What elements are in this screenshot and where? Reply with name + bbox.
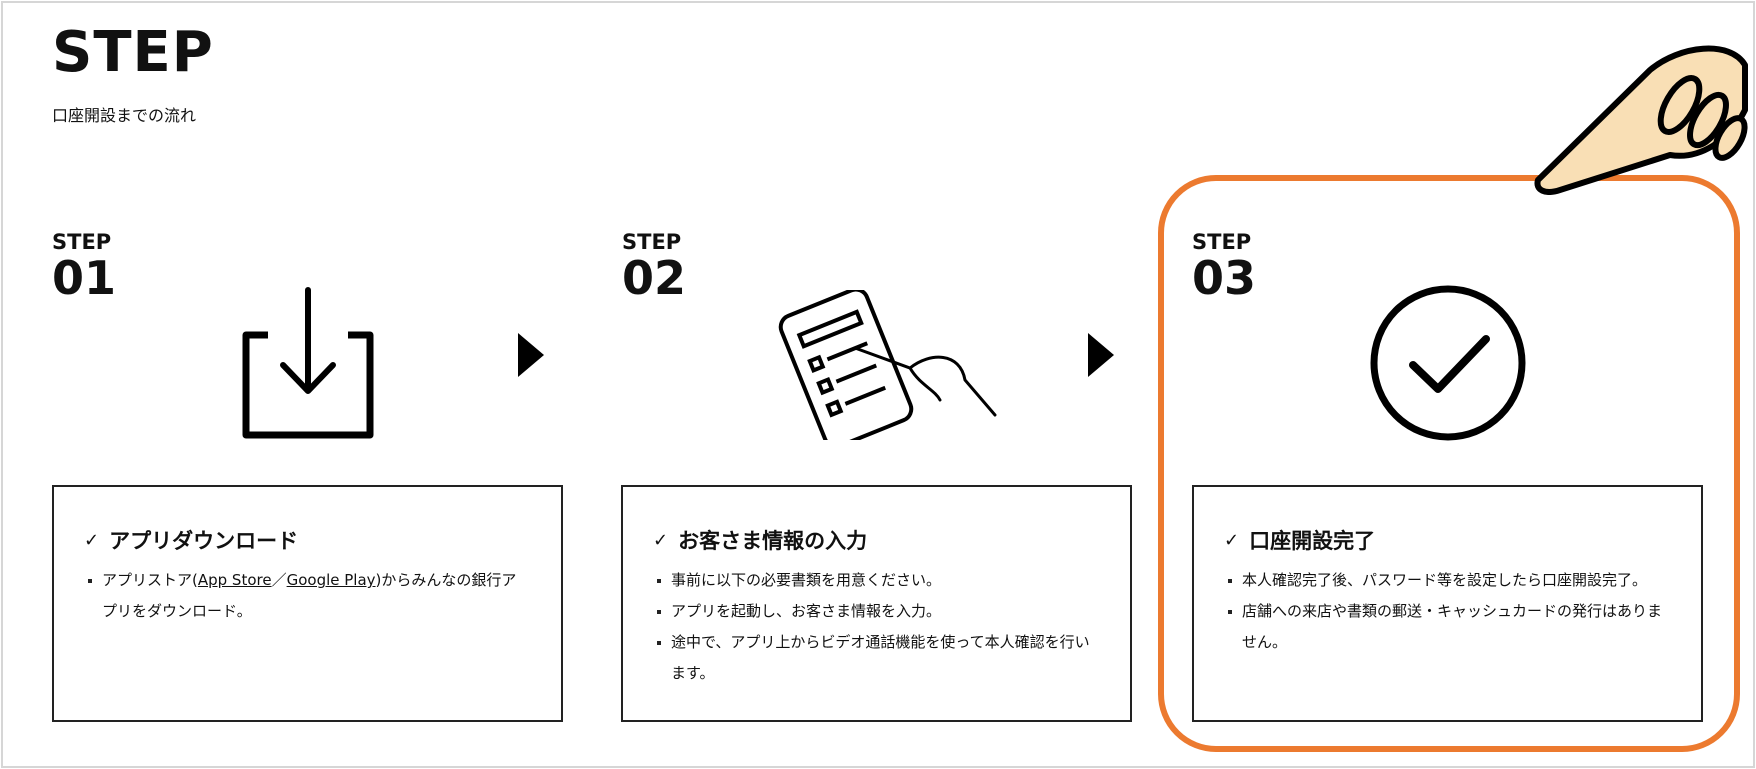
step-heading: 口座開設完了: [1249, 529, 1376, 553]
text: )からみんなの銀行アプリをダウンロード。: [102, 571, 517, 620]
step-number: 03: [1192, 251, 1257, 305]
list-item: 店舗への来店や書類の郵送・キャッシュカードの発行はありません。: [1224, 596, 1671, 658]
step-03-card: ✓ 口座開設完了 本人確認完了後、パスワード等を設定したら口座開設完了。 店舗への…: [1192, 485, 1703, 722]
check-icon: ✓: [653, 529, 669, 551]
check-icon: ✓: [1224, 529, 1240, 551]
step-01-card: ✓ アプリダウンロード アプリストア(App Store／Google Play)…: [52, 485, 563, 722]
next-arrow-icon: [518, 333, 544, 377]
text: ／: [271, 571, 287, 589]
list-item: アプリストア(App Store／Google Play)からみんなの銀行アプリ…: [84, 565, 531, 627]
step-01-label: STEP 01: [52, 230, 117, 305]
check-circle-icon: [1370, 285, 1526, 441]
app-store-link[interactable]: App Store: [197, 571, 272, 589]
step-word: STEP: [52, 230, 112, 254]
page-title: STEP: [52, 20, 214, 85]
page-subtitle: 口座開設までの流れ: [52, 106, 197, 125]
list-item: 途中で、アプリ上からビデオ通話機能を使って本人確認を行います。: [653, 627, 1100, 689]
step-02-card: ✓ お客さま情報の入力 事前に以下の必要書類を用意ください。 アプリを起動し、お客…: [621, 485, 1132, 722]
step-number: 01: [52, 251, 117, 305]
list-item: 事前に以下の必要書類を用意ください。: [653, 565, 1100, 596]
list-item: アプリを起動し、お客さま情報を入力。: [653, 596, 1100, 627]
google-play-link[interactable]: Google Play: [286, 571, 376, 589]
step-word: STEP: [1192, 230, 1252, 254]
pointing-hand-icon: [1534, 45, 1748, 195]
step-number: 02: [622, 251, 687, 305]
step-02-label: STEP 02: [622, 230, 687, 305]
step-heading: アプリダウンロード: [109, 529, 299, 553]
step-03-label: STEP 03: [1192, 230, 1257, 305]
smartphone-checklist-icon: [778, 290, 997, 440]
list-item: 本人確認完了後、パスワード等を設定したら口座開設完了。: [1224, 565, 1671, 596]
next-arrow-icon: [1088, 333, 1114, 377]
highlight-frame: [1158, 175, 1740, 752]
text: アプリストア(: [102, 571, 198, 589]
step-heading: お客さま情報の入力: [678, 529, 868, 553]
download-icon: [242, 287, 374, 439]
step-word: STEP: [622, 230, 682, 254]
check-icon: ✓: [84, 529, 100, 551]
